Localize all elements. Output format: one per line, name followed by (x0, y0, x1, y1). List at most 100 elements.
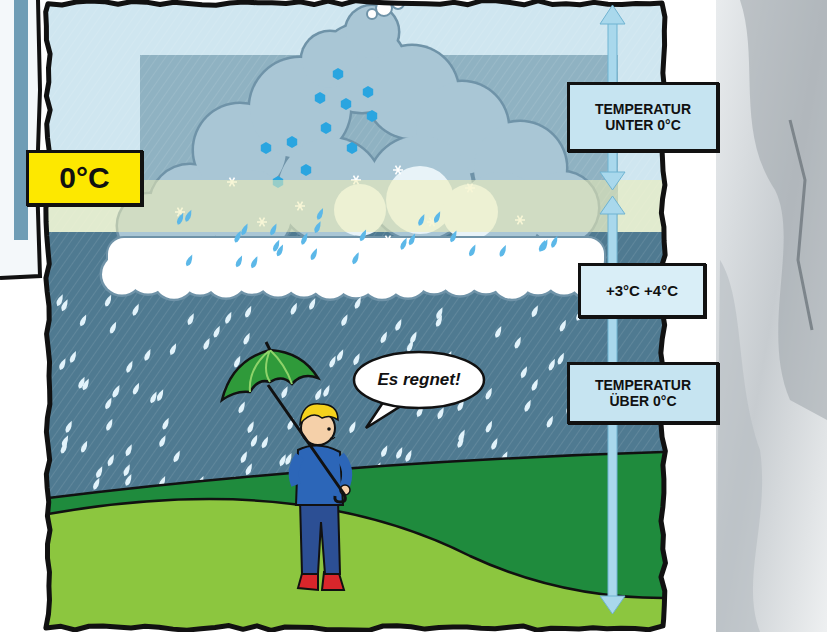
raindrop (308, 297, 318, 311)
jeans (300, 500, 340, 574)
raindrop (122, 463, 132, 477)
raindrop (131, 303, 141, 317)
umbrella-handle (268, 385, 345, 502)
rock-shadow (740, 0, 827, 420)
raindrop (340, 313, 350, 327)
box-label: +3°C +4°C (606, 282, 678, 299)
raindrop (432, 210, 442, 224)
raindrop (353, 296, 363, 310)
panel-border (0, 0, 40, 278)
raindrop (78, 313, 88, 327)
cloud-base (108, 238, 604, 276)
hair (300, 404, 338, 424)
raindrop (498, 244, 508, 258)
umbrella-tip (266, 342, 270, 350)
box-label: TEMPERATUR UNTER 0°C (580, 101, 706, 133)
snowflake (221, 242, 231, 251)
raindrop (300, 232, 310, 246)
arrow-head (600, 172, 625, 190)
raindrop (490, 437, 500, 451)
raindrop (212, 325, 222, 339)
umbrella-ribs (250, 350, 292, 392)
hill-outline (48, 499, 663, 598)
raindrop (484, 387, 494, 401)
raindrop (240, 222, 250, 236)
raindrop (58, 357, 68, 371)
raindrop (540, 238, 550, 252)
raindrop (289, 302, 299, 316)
hill-outline (48, 452, 663, 498)
cloud (100, 3, 613, 301)
speech-bubble: Es regnet! (352, 350, 486, 410)
raindrop (244, 462, 254, 476)
raindrop (417, 213, 427, 227)
raindrop (394, 318, 404, 332)
arm (340, 456, 347, 488)
raindrop (239, 450, 249, 464)
raindrop (379, 330, 389, 344)
raindrop (314, 387, 324, 401)
raindrop (104, 396, 114, 410)
box-label: TEMPERATUR ÜBER 0°C (580, 377, 706, 409)
raindrop (111, 385, 121, 399)
raindrop (280, 385, 290, 399)
arm (294, 456, 300, 485)
ice-crystal (301, 164, 311, 176)
raindrop (449, 229, 459, 243)
panel-fill (0, 0, 40, 276)
ice-crystal (315, 92, 325, 104)
temperature-box: +3°C +4°C (578, 263, 706, 318)
rock-shadow (716, 260, 762, 632)
snowflake (155, 246, 165, 255)
raindrop (272, 239, 282, 253)
raindrop (530, 378, 540, 392)
raindrop (519, 365, 529, 379)
raindrop (92, 477, 102, 491)
raindrop (59, 441, 69, 455)
raindrop (68, 350, 78, 364)
boy-figure (222, 342, 350, 590)
raindrop (202, 337, 212, 351)
ice-crystal (321, 122, 331, 134)
raindrop (322, 384, 332, 398)
raindrop (352, 352, 362, 366)
raindrop (550, 235, 560, 249)
raindrop (395, 446, 405, 460)
raindrop (161, 417, 171, 431)
cloud-base (106, 236, 606, 278)
raindrop (233, 230, 243, 244)
raindrop (313, 220, 323, 234)
sweater (296, 445, 343, 505)
raindrop (64, 420, 74, 434)
raindrop (407, 232, 417, 246)
raindrop (434, 314, 444, 328)
ice-crystal (287, 136, 297, 148)
photo-fill (716, 0, 827, 632)
ice-crystal (341, 98, 351, 110)
arrow-head (600, 596, 625, 614)
arrow-head (600, 5, 625, 24)
snowflake (383, 236, 393, 245)
raindrop (436, 406, 446, 420)
raindrop (351, 251, 361, 265)
raindrop (513, 336, 523, 350)
raindrop (176, 212, 186, 226)
raindrop (278, 453, 288, 467)
raindrop (242, 332, 252, 346)
raindrop (315, 207, 325, 221)
ice-crystal (333, 68, 343, 80)
raindrop (399, 237, 409, 251)
raindrop (260, 435, 270, 449)
ice-crystal (261, 142, 271, 154)
eye (327, 427, 331, 431)
hill-light (48, 499, 663, 628)
temperature-box: TEMPERATUR UNTER 0°C (567, 82, 719, 152)
raindrop (103, 294, 113, 308)
raindrop (405, 339, 415, 353)
raindrop (545, 415, 555, 429)
raindrop (530, 304, 540, 318)
raindrop (468, 243, 478, 257)
raindrop (108, 321, 118, 335)
